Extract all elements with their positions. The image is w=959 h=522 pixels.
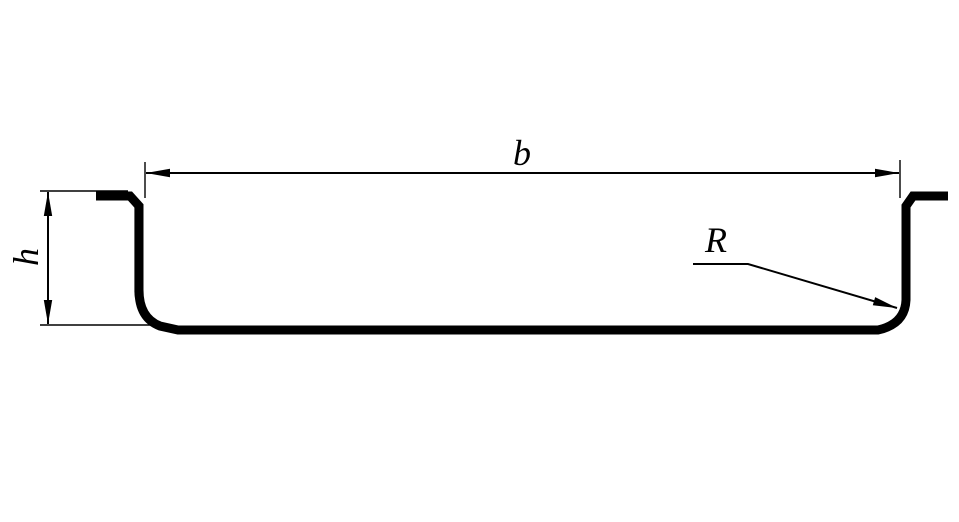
profile-inner-line: [98, 191, 157, 323]
height-label: h: [6, 248, 46, 266]
profile-outline: [96, 191, 948, 335]
width-label: b: [513, 133, 531, 173]
radius-label: R: [704, 220, 727, 260]
height-dimension: [40, 190, 160, 326]
sheet-profile: [96, 191, 948, 335]
radius-leader: [693, 263, 898, 309]
radius-leader-line: [693, 263, 898, 309]
width-dimension: [144, 160, 901, 198]
